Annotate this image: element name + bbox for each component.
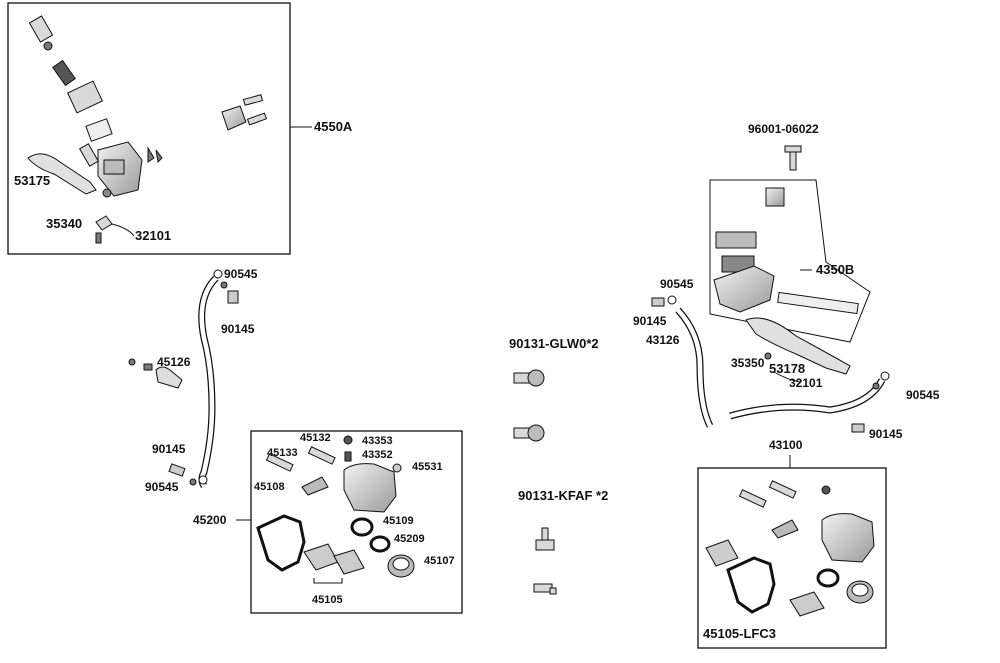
label-43126: 43126 [646,333,680,347]
label-90131-GLW0: 90131-GLW0*2 [509,336,599,351]
label-53178: 53178 [769,361,806,376]
label-45109: 45109 [383,515,414,527]
caliper-exploded-parts-right [705,480,875,617]
label-90145-right-top: 90145 [633,314,667,328]
label-90545-left-bottom: 90545 [145,480,179,494]
label-45200: 45200 [193,513,227,527]
caliper-assembly-box-45200 [236,430,463,614]
label-90545-right-bottom: 90545 [906,388,940,402]
label-43100: 43100 [769,438,803,452]
label-53175: 53175 [14,173,51,188]
label-32101-right: 32101 [789,376,823,390]
center-bolts [513,369,557,595]
label-32101-left: 32101 [135,228,172,243]
caliper-exploded-parts-left [256,435,415,584]
master-cylinder-assembly-4350B [651,145,871,383]
label-4550A: 4550A [314,119,353,134]
label-45126: 45126 [157,355,191,369]
label-90145-left-top: 90145 [221,322,255,336]
label-45105: 45105 [312,594,343,606]
label-90545-right-top: 90545 [660,277,694,291]
front-brake-hose-left [128,269,239,488]
label-43352: 43352 [362,449,393,461]
label-45209: 45209 [394,533,425,545]
label-45531: 45531 [412,461,443,473]
label-4350B: 4350B [816,262,855,277]
master-cylinder-exploded-parts [27,15,268,244]
label-45107: 45107 [424,555,455,567]
label-90145-left-bottom: 90145 [152,442,186,456]
caliper-assembly-box-43100 [697,455,887,649]
label-90545-left-top: 90545 [224,267,258,281]
label-96001-06022: 96001-06022 [748,122,819,136]
label-45108: 45108 [254,481,285,493]
label-45132: 45132 [300,432,331,444]
label-45133: 45133 [267,447,298,459]
label-90131-KFAF: 90131-KFAF *2 [518,488,609,503]
label-35350: 35350 [731,356,765,370]
front-brake-hose-right [675,307,890,433]
label-90145-right-bottom: 90145 [869,427,903,441]
label-45105-LFC3: 45105-LFC3 [703,626,776,641]
label-43353: 43353 [362,435,393,447]
master-cylinder-assembly-box-4550A [7,2,312,255]
label-35340: 35340 [46,216,83,231]
